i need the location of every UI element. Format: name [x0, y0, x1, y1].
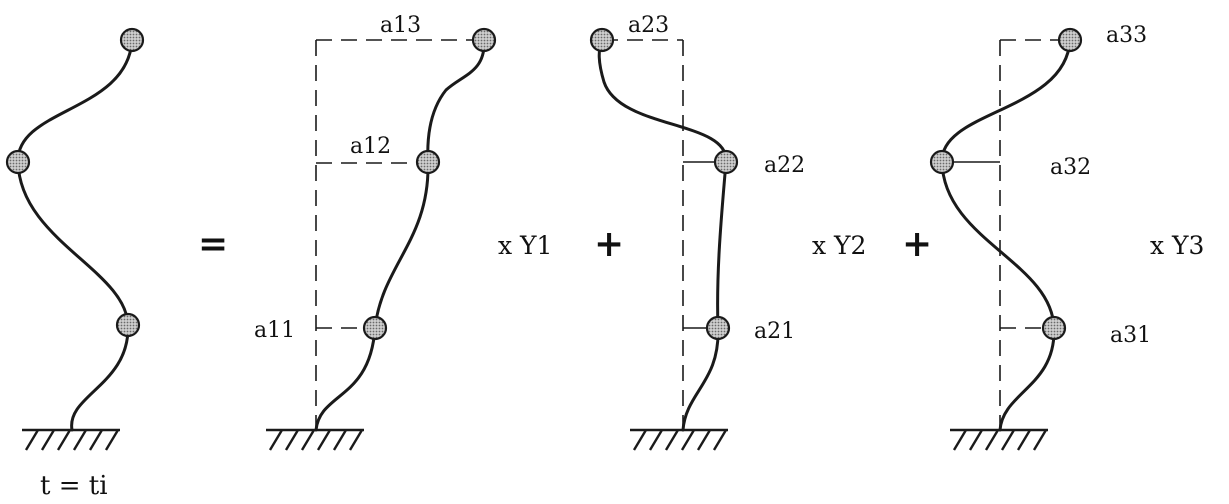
times-y2-label: x Y2: [812, 231, 866, 260]
mode-1-ground-support: [266, 428, 364, 451]
time-label: t = ti: [40, 471, 108, 501]
times-y3-label: x Y3: [1150, 231, 1204, 260]
mode-1-middle-coefficient: a12: [350, 134, 391, 159]
equals-sign: =: [198, 223, 228, 265]
mode-2-mass-middle: [713, 149, 739, 175]
mode-1-mass-bottom: [362, 315, 388, 341]
times-y1-label: x Y1: [498, 231, 552, 260]
mode-2-bottom-coefficient: a21: [754, 319, 795, 344]
mode-2-mass-top: [589, 27, 615, 53]
mode-2-top-coefficient: a23: [628, 13, 669, 38]
total-mass-bottom: [115, 312, 141, 338]
plus-sign-1: +: [594, 223, 624, 265]
mode-2-ground-support: [630, 428, 728, 451]
mode-1-mass-top: [471, 27, 497, 53]
mode-1-top-coefficient: a13: [380, 13, 421, 38]
mode-3-curve: [940, 38, 1072, 432]
mode-3-bottom-coefficient: a31: [1110, 323, 1151, 348]
total-ground-support: [22, 428, 120, 451]
mode-2-mass-bottom: [705, 315, 731, 341]
mode-3-mass-top: [1057, 27, 1083, 53]
mode-3-mass-bottom: [1041, 315, 1067, 341]
mode-1-bottom-coefficient: a11: [254, 318, 295, 343]
mode-3-top-coefficient: a33: [1106, 23, 1147, 48]
total-mass-middle: [5, 149, 31, 175]
total-deflection-curve: [16, 38, 134, 432]
mode-2-middle-coefficient: a22: [764, 153, 805, 178]
total-mass-top: [119, 27, 145, 53]
mode-3-mass-middle: [929, 149, 955, 175]
mode-3-shape: a33 a32 a31: [929, 23, 1151, 451]
mode-1-curve: [314, 38, 486, 432]
mode-3-ground-support: [950, 428, 1048, 451]
plus-sign-2: +: [902, 223, 932, 265]
mode-2-shape: a23 a22 a21: [589, 13, 805, 451]
total-deflection-shape: t = ti: [5, 27, 145, 501]
mode-3-middle-coefficient: a32: [1050, 155, 1091, 180]
mode-1-shape: a13 a12 a11: [254, 13, 497, 451]
mode-1-mass-middle: [415, 149, 441, 175]
